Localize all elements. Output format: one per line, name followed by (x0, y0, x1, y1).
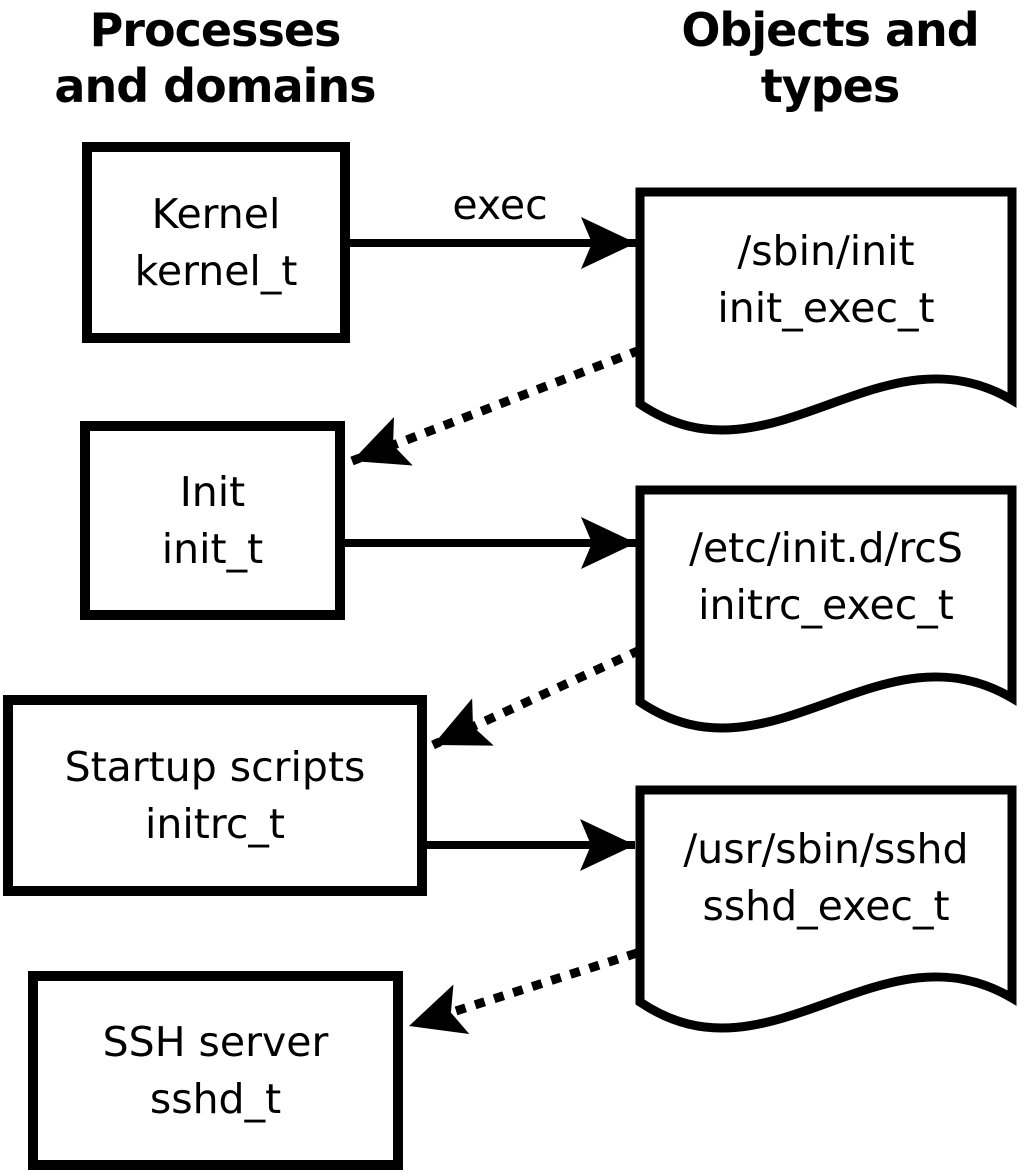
process-box-startup-scripts: Startup scripts initrc_t (3, 695, 427, 896)
object-type: sshd_exec_t (702, 882, 950, 930)
document-shape-usr-sbin-sshd (635, 785, 1017, 1033)
process-box-init: Init init_t (80, 421, 345, 620)
transition-arrow-sbin-init-to-init (350, 345, 642, 466)
object-label-sbin-init: /sbin/init init_exec_t (640, 223, 1012, 337)
transition-arrow-rcs-to-startup (431, 645, 642, 750)
process-domain: kernel_t (134, 246, 298, 295)
header-line: and domains (54, 59, 376, 113)
object-path: /usr/sbin/sshd (683, 825, 969, 873)
process-box-kernel: Kernel kernel_t (82, 142, 350, 343)
process-domain: initrc_t (145, 799, 285, 848)
header-line: types (760, 59, 900, 113)
transition-arrow-sshd-to-sshserver (407, 948, 639, 1034)
document-shape-sbin-init (635, 187, 1017, 435)
column-header-processes: Processes and domains (0, 2, 430, 114)
process-domain: sshd_t (149, 1074, 282, 1123)
exec-arrow-label: exec (452, 181, 548, 229)
object-path: /etc/init.d/rcS (689, 524, 963, 572)
column-header-objects: Objects and types (640, 2, 1020, 114)
object-label-etc-initd-rcs: /etc/init.d/rcS initrc_exec_t (640, 520, 1012, 634)
object-type: initrc_exec_t (698, 581, 954, 629)
object-label-usr-sbin-sshd: /usr/sbin/sshd sshd_exec_t (640, 821, 1012, 935)
object-type: init_exec_t (717, 284, 935, 332)
object-path: /sbin/init (737, 227, 915, 275)
process-label: Init (179, 467, 246, 516)
document-shape-etc-initd-rcs (635, 485, 1017, 733)
process-domain: init_t (161, 524, 264, 573)
process-label: Startup scripts (64, 742, 366, 791)
header-line: Processes (89, 3, 342, 57)
process-box-ssh-server: SSH server sshd_t (28, 971, 403, 1170)
process-label: Kernel (151, 189, 281, 238)
process-label: SSH server (102, 1017, 329, 1066)
header-line: Objects and (681, 3, 979, 57)
